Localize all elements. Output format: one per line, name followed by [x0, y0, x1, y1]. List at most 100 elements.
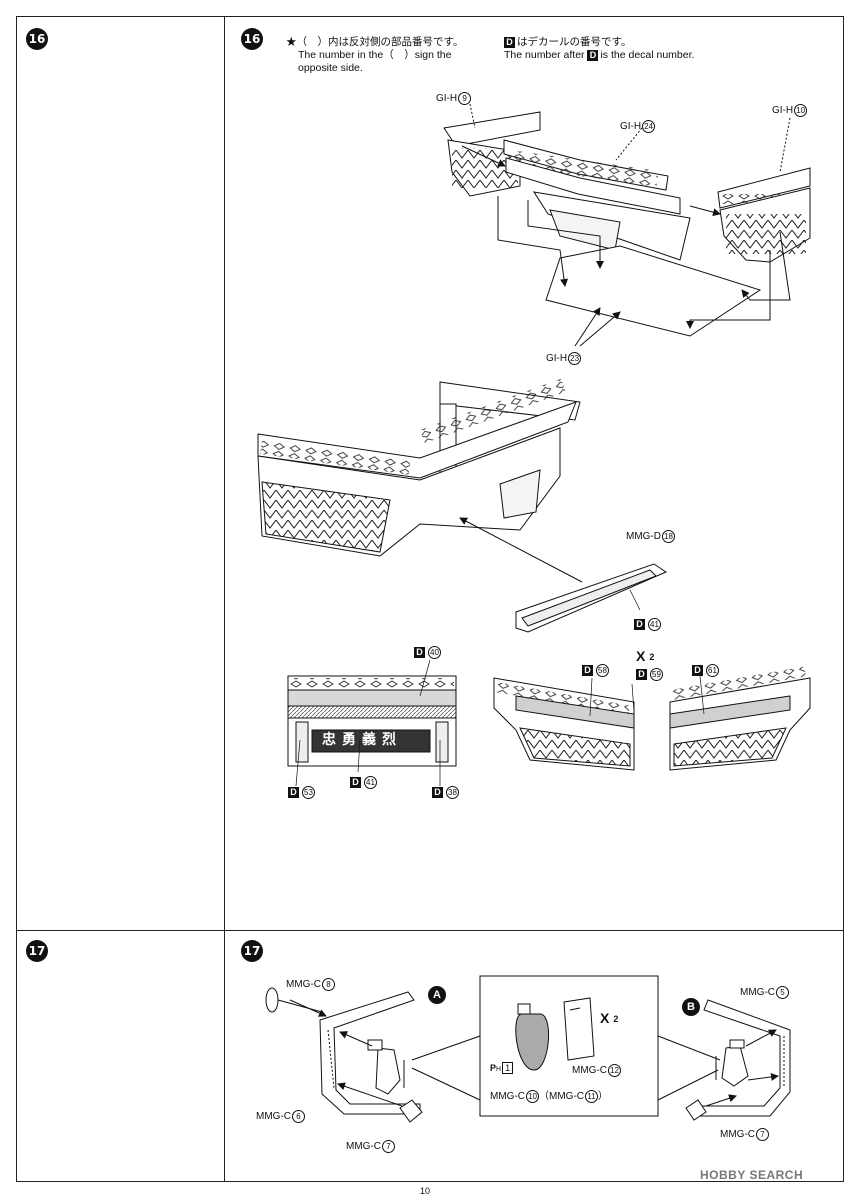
decal-number-icon: 38	[446, 786, 459, 799]
part-number-icon: 18	[662, 530, 675, 543]
opposite-side-note-en2: opposite side.	[298, 62, 363, 74]
part-number-icon: 7	[756, 1128, 769, 1141]
plaque-text: 忠勇義烈	[322, 732, 402, 748]
part-code: GI-H	[546, 353, 568, 365]
decal-front-panel	[287, 675, 457, 767]
opposite-side-note-en1: The number in the（ ）sign the	[298, 49, 452, 61]
part-number-icon: 6	[292, 1110, 305, 1123]
decal-side-panels	[493, 666, 811, 771]
decal-icon: D	[432, 787, 443, 798]
opposite-side-note: ★（ ）内は反対側の部品番号です。 The number in the（ ）si…	[286, 36, 463, 75]
decal-icon: D	[634, 619, 645, 630]
assembly-b-icon: B	[682, 998, 700, 1016]
step-16-icon: 16	[241, 28, 263, 50]
decal-number-icon: 41	[364, 776, 377, 789]
part-number-icon: 12	[608, 1064, 621, 1077]
step-16-left-icon: 16	[26, 28, 48, 50]
part-mmgd18	[515, 563, 668, 633]
arrow-icon	[459, 517, 583, 583]
decal-icon: D	[288, 787, 299, 798]
part-number-icon: 11	[585, 1090, 598, 1103]
opposite-side-note-jp: ★（ ）内は反対側の部品番号です。	[286, 36, 464, 48]
decal-number-icon: 53	[302, 786, 315, 799]
part-code: GI-H	[620, 121, 642, 133]
part-gih24	[503, 139, 691, 261]
page-frame	[16, 16, 844, 1182]
decal-icon: D	[414, 647, 425, 658]
row-divider	[16, 930, 844, 931]
mirror-b	[685, 1039, 749, 1121]
decal-number-icon: 40	[428, 646, 441, 659]
decal-note-en-pre: The number after	[504, 49, 585, 61]
column-divider	[224, 16, 225, 1182]
part-number-icon: 10	[526, 1090, 539, 1103]
part-code: GI-H	[436, 93, 458, 105]
repeat-count: 2	[649, 651, 655, 662]
paint-letter: P	[490, 1063, 497, 1073]
decal-note-jp: はデカールの番号です。	[517, 36, 632, 48]
frame-a-arrows	[289, 999, 403, 1107]
decal-number-icon: 61	[706, 664, 719, 677]
paint-number: 1	[502, 1062, 514, 1074]
mirror-a	[265, 987, 423, 1123]
detail-box	[411, 975, 721, 1117]
part-code: MMG-C	[740, 987, 775, 999]
part-code: MMG-D	[626, 531, 661, 543]
decal-note-en-post: is the decal number.	[600, 49, 695, 61]
step-17-icon: 17	[241, 940, 263, 962]
part-number-icon: 24	[642, 120, 656, 133]
assembly-a-icon: A	[428, 986, 446, 1004]
decal-number-icon: 59	[650, 668, 663, 681]
part-code: MMG-C	[346, 1141, 381, 1153]
part-code: MMG-C	[256, 1111, 291, 1123]
part-code: MMG-C	[572, 1065, 607, 1077]
decal-icon: D	[587, 49, 599, 61]
part-gih10	[717, 167, 811, 263]
decal-number-icon: 41	[648, 618, 661, 631]
part-number-icon: 10	[794, 104, 808, 117]
part-number-icon: 8	[322, 978, 335, 991]
part-code: MMG-C	[720, 1129, 755, 1141]
part-number-icon: 7	[382, 1140, 395, 1153]
step-17-left-icon: 17	[26, 940, 48, 962]
part-number-icon: 9	[458, 92, 472, 105]
paint-sub: H	[496, 1066, 502, 1073]
part-code: MMG-C	[490, 1091, 525, 1103]
decal-number-icon: 58	[596, 664, 609, 677]
assembled-body	[257, 378, 581, 557]
decal-icon: D	[636, 669, 647, 680]
decal-icon: D	[504, 36, 515, 48]
leader-line	[629, 589, 641, 611]
decal-icon: D	[692, 665, 703, 676]
decal-icon: D	[350, 777, 361, 788]
part-code: MMG-C	[549, 1091, 584, 1103]
page-number: 10	[420, 1186, 431, 1196]
decal-icon: D	[582, 665, 593, 676]
decal-leaders	[295, 659, 705, 787]
repeat-count: 2	[613, 1013, 619, 1024]
